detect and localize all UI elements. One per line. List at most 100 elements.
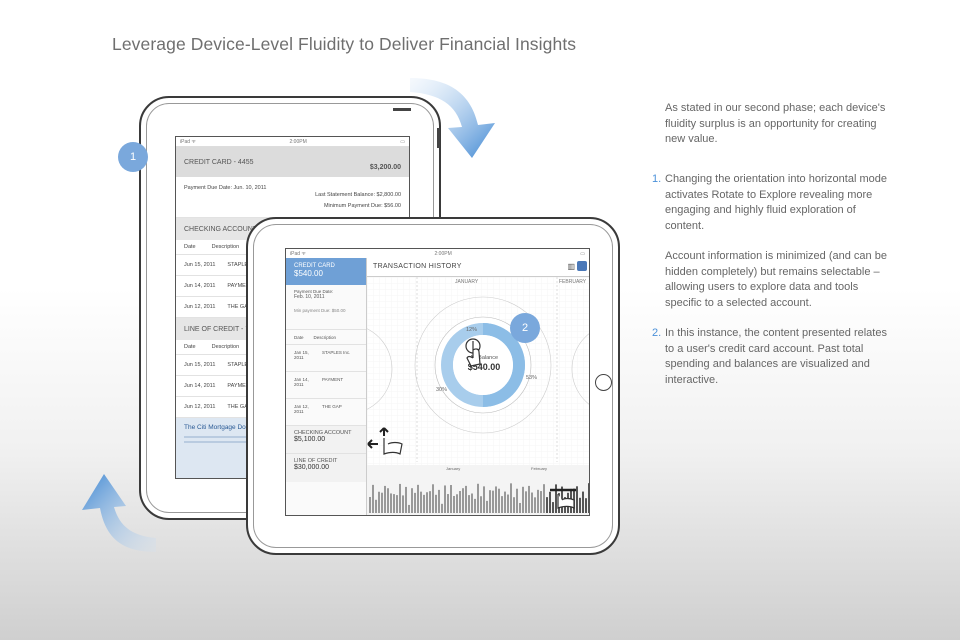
timeline-bar [411, 488, 413, 513]
pct-right: 53% [526, 375, 538, 381]
timeline-bar [390, 493, 392, 513]
timeline-bar [489, 490, 491, 513]
history-title: TRANSACTION HISTORY [373, 263, 462, 270]
timeline-bar [543, 484, 545, 513]
chart-view-icon[interactable]: ▥ [567, 262, 575, 271]
point-1: 1. Changing the orientation into horizon… [652, 172, 895, 234]
timeline-bar [414, 492, 416, 513]
timeline-bar [552, 502, 554, 513]
accounts-sidebar: CREDIT CARD $540.00 Payment Due Date: Fe… [286, 258, 367, 515]
timeline-bar [579, 497, 581, 513]
timeline-bar [462, 488, 464, 513]
point-2-text: In this instance, the content presented … [665, 327, 887, 386]
table-header: Date Description [286, 330, 366, 345]
history-header: TRANSACTION HISTORY ▥ [367, 258, 589, 277]
timeline-bar [435, 494, 437, 513]
timeline-bar [483, 486, 485, 513]
timeline-bar [513, 497, 515, 513]
timeline-bar [438, 489, 440, 513]
timeline-bar [468, 495, 470, 513]
timeline-bar [432, 484, 434, 513]
tap-gesture-icon [465, 338, 481, 367]
timeline-bar [375, 499, 377, 513]
timeline-bar [420, 491, 422, 513]
timeline-bar [393, 494, 395, 513]
timeline-bar [486, 500, 488, 513]
timeline-bar [492, 490, 494, 513]
point-2-number: 2. [652, 327, 662, 339]
timeline-bar [534, 497, 536, 513]
timeline-bar [510, 483, 512, 513]
timeline-month-february: February [531, 466, 548, 471]
timeline-bar [441, 503, 443, 513]
pct-left: 30% [436, 387, 448, 393]
timeline-bar [555, 484, 557, 513]
timeline-bar [417, 484, 419, 513]
month-label-january: JANUARY [455, 279, 479, 285]
landscape-screen: iPad ᯤ 2:00PM ▭ CREDIT CARD $540.00 Paym… [285, 248, 590, 516]
timeline-bar [369, 497, 371, 513]
status-bar: iPad ᯤ 2:00PM ▭ [176, 137, 409, 147]
timeline-bar [585, 498, 587, 513]
month-label-february: FEBRUARY [559, 279, 587, 285]
timeline-bar [426, 492, 428, 513]
timeline-bar [528, 485, 530, 513]
timeline-bar [450, 485, 452, 513]
home-button[interactable] [595, 374, 612, 391]
timeline-bar [549, 491, 551, 513]
timeline-bar [387, 488, 389, 513]
timeline-bar [447, 494, 449, 513]
timeline-bar [405, 486, 407, 513]
sidebar-credit-card[interactable]: CREDIT CARD $540.00 [286, 258, 366, 285]
timeline-bar [498, 488, 500, 513]
drag-gesture-icon [367, 427, 403, 455]
spending-timeline[interactable] [367, 465, 589, 515]
donut-label: Ab Balance [469, 355, 499, 361]
timeline-bar [474, 498, 476, 513]
timeline-bar [588, 483, 589, 513]
point-1-text: Changing the orientation into horizontal… [665, 173, 887, 232]
timeline-bar [519, 502, 521, 513]
rotate-arrow-bottom-icon [82, 474, 156, 552]
payment-info: Payment Due Date: Feb. 10, 2011 Min paym… [286, 285, 366, 330]
point-1-extra: Account information is minimized (and ca… [665, 250, 887, 309]
timeline-bar [423, 494, 425, 513]
credit-card-header[interactable]: CREDIT CARD - 4455 $3,200.00 [176, 147, 409, 177]
timeline-bar [537, 489, 539, 513]
timeline-bar [465, 485, 467, 513]
point-1-number: 1. [652, 173, 662, 185]
timeline-bar [504, 491, 506, 513]
timeline-bar [459, 491, 461, 513]
timeline-bar [525, 491, 527, 513]
timeline-bar [576, 486, 578, 513]
swipe-gesture-icon [550, 488, 576, 509]
pct-top: 12% [466, 327, 478, 333]
timeline-bar [507, 494, 509, 513]
timeline-bar [456, 494, 458, 513]
timeline-bar [471, 493, 473, 513]
timeline-bar [522, 486, 524, 513]
timeline-bar [501, 496, 503, 513]
timeline-bar [495, 486, 497, 513]
donut-value: $540.00 [467, 362, 501, 372]
timeline-bar [381, 492, 383, 513]
timeline-bar [516, 488, 518, 513]
sidebar-checking[interactable]: CHECKING ACCOUNT $5,100.00 [286, 426, 366, 454]
sidebar-line-of-credit[interactable]: LINE OF CREDIT $30,000.00 [286, 454, 366, 482]
timeline-bar [480, 496, 482, 513]
timeline-bar [546, 497, 548, 513]
timeline-bar [402, 495, 404, 513]
timeline-bar [396, 495, 398, 513]
power-button [393, 108, 411, 111]
credit-card-details: Payment Due Date: Jun. 10, 2011 Last Sta… [176, 177, 409, 218]
timeline-bar [408, 504, 410, 513]
home-view-icon[interactable] [577, 261, 587, 271]
rotate-arrow-top-icon [410, 78, 495, 158]
point-2: 2. In this instance, the content present… [652, 326, 895, 388]
timeline-bar [378, 491, 380, 513]
step-badge-1: 1 [118, 142, 148, 172]
